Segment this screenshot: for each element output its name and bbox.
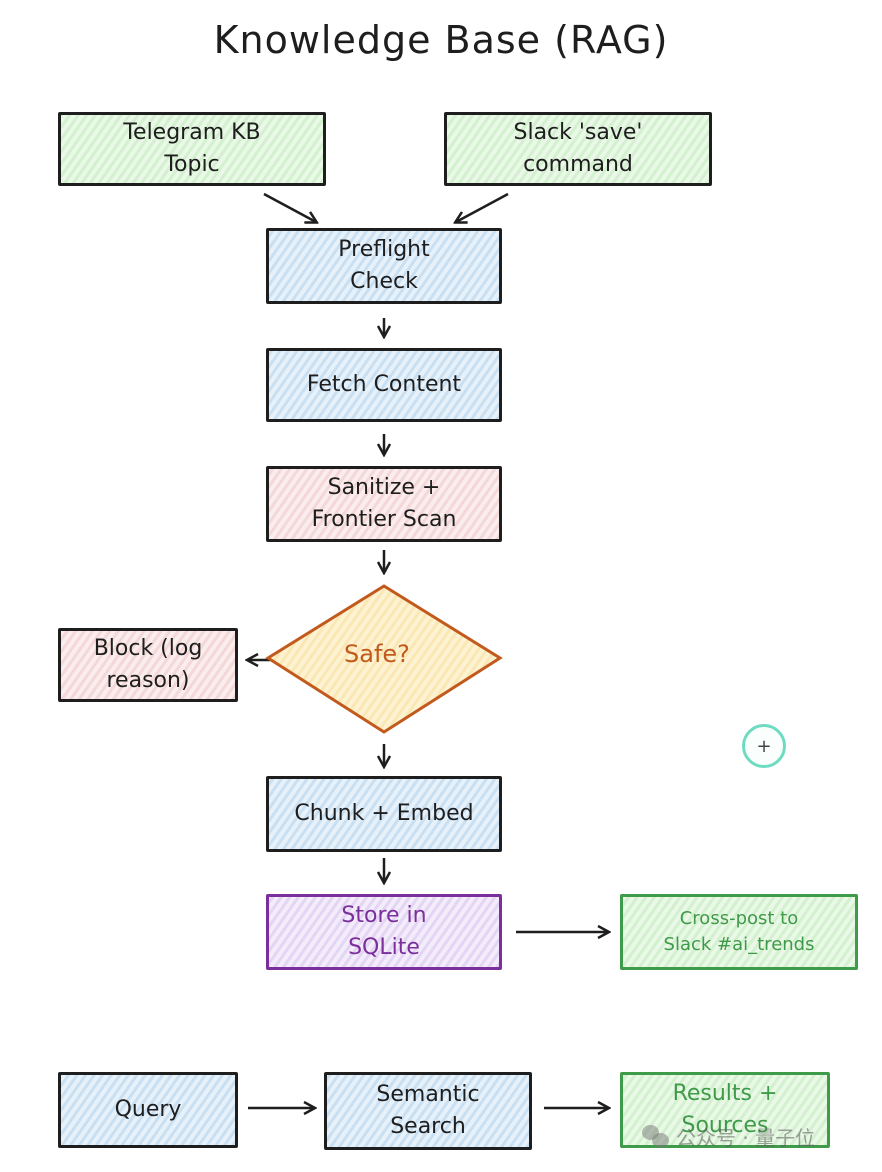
node-label: Preflight Check xyxy=(338,237,430,294)
watermark-text: 公众号 · 量子位 xyxy=(676,1126,816,1150)
node-label: Block (log reason) xyxy=(93,636,203,693)
node-crosspost-slack[interactable]: Cross-post to Slack #ai_trends xyxy=(620,894,858,970)
node-telegram-kb-topic[interactable]: Telegram KB Topic xyxy=(58,112,326,186)
node-label: Telegram KB Topic xyxy=(123,120,261,177)
node-label: Cross-post to Slack #ai_trends xyxy=(663,907,815,955)
node-preflight-check[interactable]: Preflight Check xyxy=(266,228,502,304)
node-chunk-embed[interactable]: Chunk + Embed xyxy=(266,776,502,852)
node-query[interactable]: Query xyxy=(58,1072,238,1148)
decision-safe xyxy=(265,584,503,734)
arrow-slack-to-preflight xyxy=(456,192,509,222)
decision-safe-label: Safe? xyxy=(344,640,410,668)
node-fetch-content[interactable]: Fetch Content xyxy=(266,348,502,422)
wechat-icon xyxy=(642,1124,670,1149)
node-label: Store in SQLite xyxy=(341,903,427,960)
add-cursor[interactable]: + xyxy=(742,724,786,768)
node-sanitize-frontier-scan[interactable]: Sanitize + Frontier Scan xyxy=(266,466,502,542)
diagram-title: Knowledge Base (RAG) xyxy=(213,18,669,62)
arrow-telegram-to-preflight xyxy=(263,192,316,222)
node-label: Results + Sources xyxy=(672,1081,778,1138)
node-label: Chunk + Embed xyxy=(294,801,474,827)
node-semantic-search[interactable]: Semantic Search xyxy=(324,1072,532,1150)
node-label: Sanitize + Frontier Scan xyxy=(311,475,457,532)
plus-icon: + xyxy=(756,735,772,757)
node-label: Query xyxy=(114,1097,182,1123)
watermark: 公众号 · 量子位 xyxy=(642,1122,815,1151)
node-label: Semantic Search xyxy=(376,1082,480,1139)
node-slack-save-command[interactable]: Slack 'save' command xyxy=(444,112,712,186)
node-label: Slack 'save' command xyxy=(513,120,643,177)
node-block-log-reason[interactable]: Block (log reason) xyxy=(58,628,238,702)
node-store-in-sqlite[interactable]: Store in SQLite xyxy=(266,894,502,970)
node-label: Fetch Content xyxy=(306,372,462,398)
